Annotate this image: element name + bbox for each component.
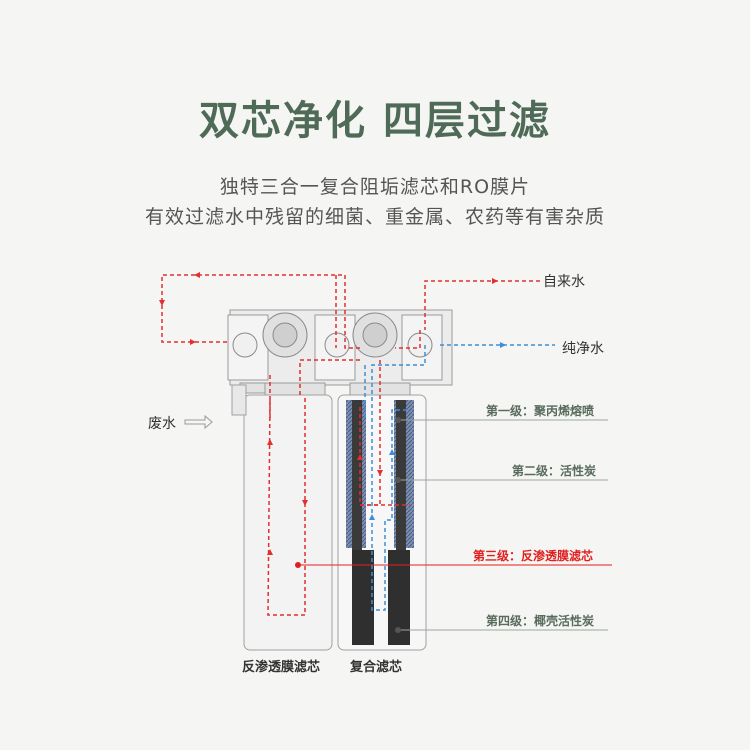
waste-water-label: 废水	[148, 416, 176, 432]
page-title: 双芯净化 四层过滤	[199, 98, 551, 144]
pure-water-flow	[364, 344, 555, 611]
ro-filter-housing	[243, 394, 333, 651]
pure-water-label: 纯净水	[562, 341, 604, 357]
stage4-label: 第四级：椰壳活性炭	[486, 614, 595, 628]
raw-water-flow	[161, 274, 540, 616]
stage1-label: 第一级：聚丙烯熔喷	[486, 404, 595, 418]
waste-outlet-arrow	[184, 414, 213, 430]
subtitle-line1: 独特三合一复合阻垢滤芯和RO膜片	[219, 176, 531, 198]
stage3-label: 第三级：反渗透膜滤芯	[473, 549, 594, 563]
tap-water-label: 自来水	[543, 274, 585, 290]
subtitle-line2: 有效过滤水中残留的细菌、重金属、农药等有害杂质	[144, 206, 605, 228]
stage2-label: 第二级：活性炭	[512, 464, 597, 478]
flow-arrows	[159, 272, 506, 555]
composite-filter-label: 复合滤芯	[350, 660, 403, 675]
ro-filter-label: 反渗透膜滤芯	[242, 660, 321, 675]
